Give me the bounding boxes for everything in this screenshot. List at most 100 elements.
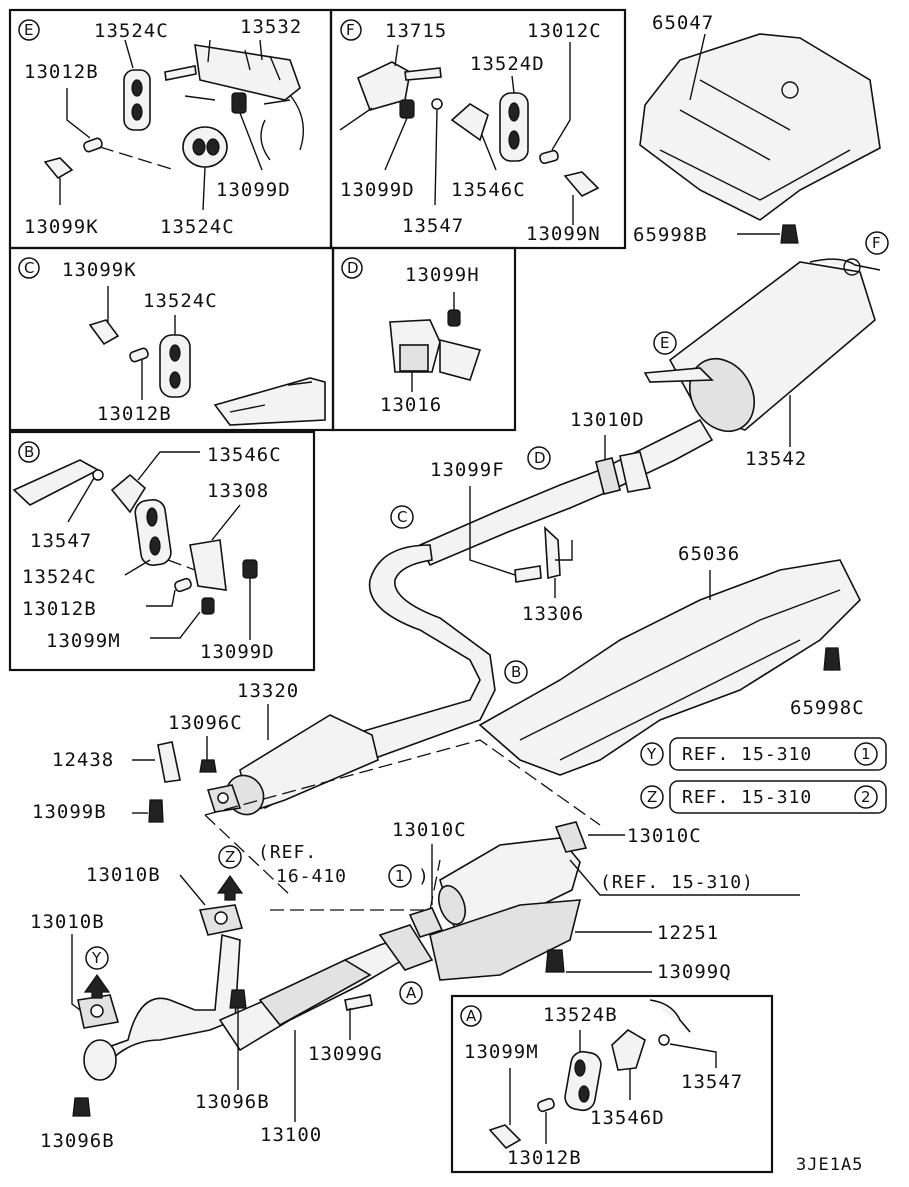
label-13096C: 13096C	[168, 712, 243, 734]
bracket-13546d-icon	[611, 1029, 646, 1071]
ref-z-letter: Z	[647, 788, 657, 806]
label-13546C-f: 13546C	[451, 179, 526, 201]
callout-d	[527, 446, 551, 470]
svg-text:B: B	[511, 663, 521, 681]
inset-a-frame	[450, 994, 774, 1174]
muffler-13542: 13542	[643, 258, 881, 470]
washer-13547-icon	[431, 98, 443, 110]
svg-text:Y: Y	[91, 949, 102, 967]
label-13010B-a: 13010B	[86, 864, 161, 886]
ref-y-badge	[640, 742, 664, 766]
ref-16-line2: 16-410	[276, 866, 347, 887]
label-13306: 13306	[522, 603, 584, 625]
callout-b	[504, 660, 528, 684]
inset-d-badge	[341, 257, 363, 279]
label-13524C-e2: 13524C	[160, 216, 235, 238]
callouts: B C D E F A Y Z	[85, 231, 889, 1005]
label-12251: 12251	[657, 922, 719, 944]
label-13547-a: 13547	[681, 1071, 743, 1093]
ref-y: Y REF. 15-310 1	[640, 737, 887, 771]
front-y-pipe-icon	[94, 933, 241, 1081]
bolt-13099g-icon	[344, 994, 373, 1011]
arrow-y-icon	[83, 973, 111, 999]
clamp-13016-icon	[399, 344, 429, 372]
label-13532: 13532	[240, 16, 302, 38]
inset-e-letter: E	[24, 21, 33, 39]
label-13542: 13542	[745, 448, 807, 470]
bolt-13099b-icon	[148, 799, 164, 823]
bolt-13099n-icon	[563, 171, 600, 197]
bracket-13546c-f-icon	[450, 103, 489, 142]
label-13010C-b: 13010C	[627, 825, 702, 847]
svg-text:E: E	[660, 334, 669, 352]
label-13099D-f: 13099D	[340, 179, 415, 201]
svg-text:A: A	[406, 984, 417, 1002]
label-13099H: 13099H	[405, 264, 480, 286]
bolt-65998c-icon	[823, 647, 841, 671]
front-pipe-13100: 13010B 13010B 13099G 13096B 13096B 13100	[30, 864, 434, 1152]
ref-z-box	[669, 780, 887, 814]
bolt-13099h-icon	[447, 309, 461, 327]
nut-13096c-icon	[199, 759, 217, 773]
bolt-13715-icon	[404, 67, 442, 81]
ref-z: Z REF. 15-310 2	[640, 780, 887, 814]
label-13012B-e: 13012B	[24, 61, 99, 83]
callout-e	[653, 331, 677, 355]
label-13010B-b: 13010B	[30, 911, 105, 933]
ref-16-410: (REF. 16-410 1 )	[258, 842, 430, 888]
pin-13012b-c-icon	[129, 347, 149, 363]
diagram-id: 3JE1A5	[796, 1155, 863, 1175]
catalytic-shield-icon	[429, 899, 582, 981]
inset-e: E 13524C 13532 13012B 13099D 13099K 1352…	[18, 16, 304, 238]
heat-shield-65047: 65047 65998B	[633, 12, 881, 246]
callout-c	[390, 505, 414, 529]
bolt-13099m-b-icon	[201, 597, 215, 615]
callout-a	[399, 981, 423, 1005]
pin-13012b-a-icon	[537, 1097, 555, 1113]
rear-pipe: 13010D 13099F 13306	[418, 409, 714, 625]
callout-y	[85, 946, 109, 970]
label-13547-b: 13547	[30, 530, 92, 552]
inset-b: B 13546C 13308 13547 13524C 13012B 13099…	[12, 441, 281, 663]
bolt-13099k-c-icon	[88, 319, 120, 346]
inset-b-frame	[8, 430, 316, 672]
inset-a-letter: A	[466, 1007, 477, 1025]
heat-shield-65036-icon	[478, 559, 861, 776]
label-13099K-c: 13099K	[62, 259, 137, 281]
label-13012C: 13012C	[527, 20, 602, 42]
label-13099B: 13099B	[32, 801, 107, 823]
label-13096B-a: 13096B	[195, 1091, 270, 1113]
inset-e-badge	[18, 19, 40, 41]
washer-13547-b-icon	[92, 469, 104, 481]
label-13099K-e: 13099K	[24, 216, 99, 238]
label-13099M-b: 13099M	[46, 630, 121, 652]
inset-frames	[8, 8, 774, 1174]
ref-z-num: 2	[861, 788, 871, 806]
bracket-13546c-b-icon	[110, 473, 147, 514]
heat-shield-65036: 65036 65998C	[478, 543, 864, 776]
svg-text:Z: Z	[225, 848, 235, 866]
ref-16-line1: (REF.	[258, 842, 317, 863]
bolt-13099d-e-icon	[231, 92, 247, 114]
arrow-z-icon	[216, 874, 244, 901]
label-13099M-a: 13099M	[464, 1041, 539, 1063]
label-13099N: 13099N	[526, 223, 601, 245]
bolt-13099k-icon	[43, 157, 74, 180]
ref-16-close: )	[418, 866, 430, 887]
nut-13096b-a-icon	[229, 989, 247, 1009]
bracket-a-top-icon	[649, 999, 691, 1033]
label-13012B-c: 13012B	[97, 403, 172, 425]
inset-b-letter: B	[24, 443, 34, 461]
label-13010C-a: 13010C	[392, 819, 467, 841]
inset-c-badge	[18, 257, 40, 279]
pin-13012c-icon	[539, 149, 559, 165]
label-13524B: 13524B	[543, 1004, 618, 1026]
label-13100: 13100	[260, 1124, 322, 1146]
label-13715: 13715	[385, 20, 447, 42]
inset-a-badge	[460, 1005, 482, 1027]
rear-pipe-icon	[418, 418, 714, 567]
bracket-13306-icon	[544, 526, 561, 580]
bracket-13715-icon	[356, 61, 411, 111]
inset-d-letter: D	[347, 259, 359, 277]
